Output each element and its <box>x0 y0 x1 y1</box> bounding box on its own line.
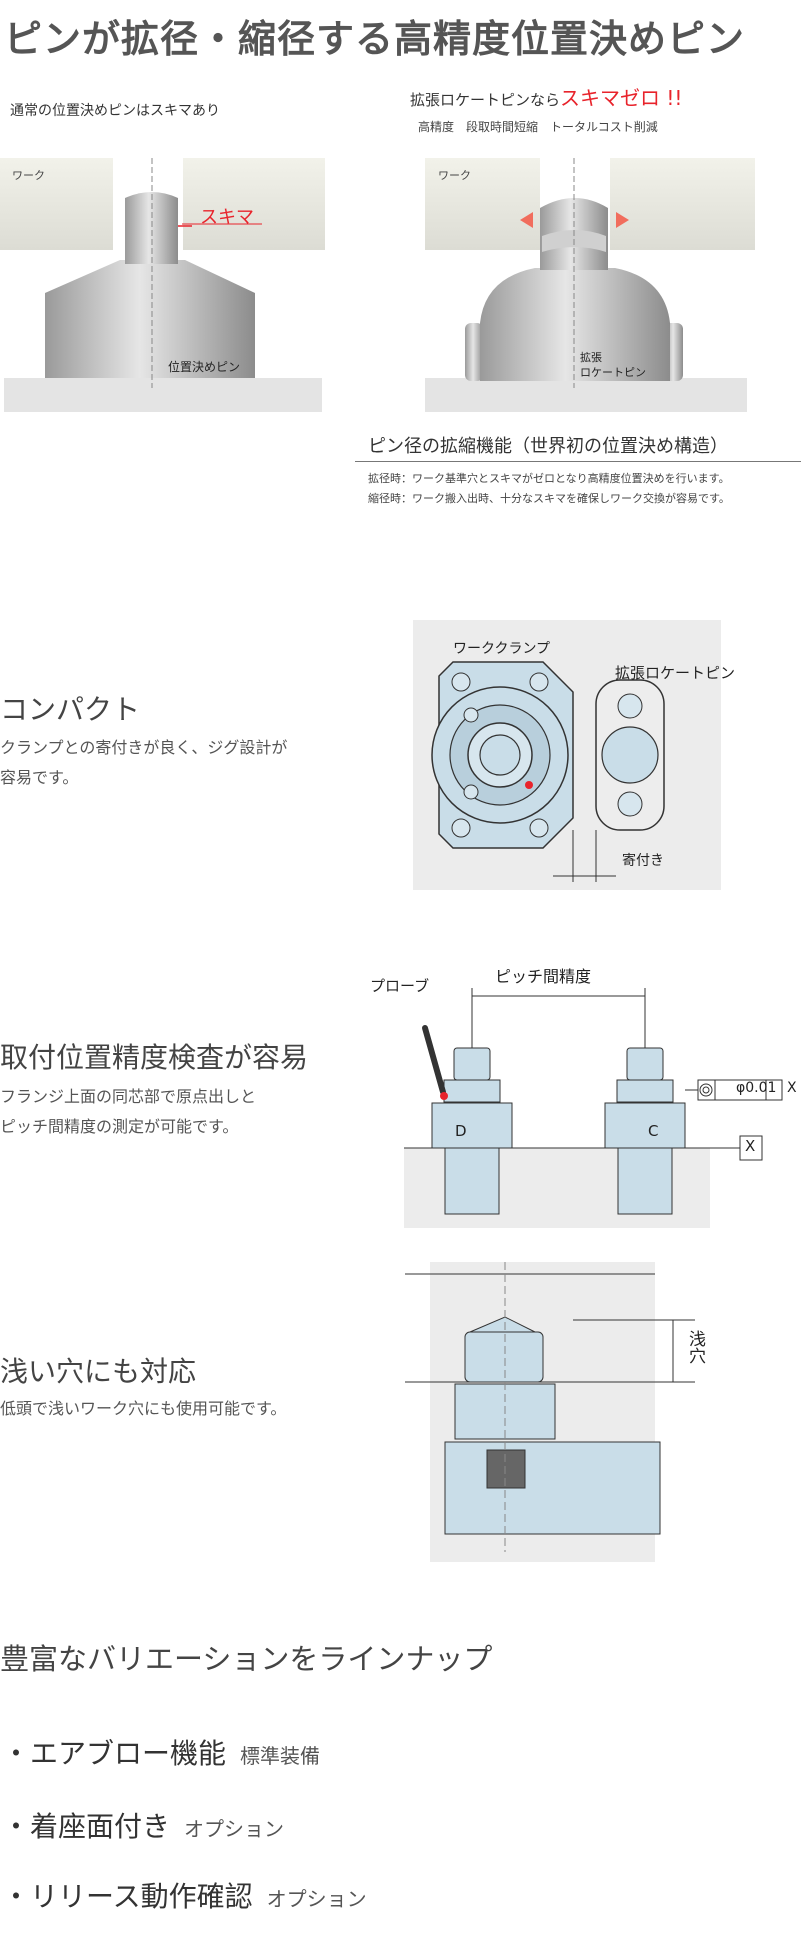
pin-c-head <box>626 1047 664 1081</box>
pin-c-shank <box>617 1147 673 1215</box>
locate-pin-illustration <box>425 158 755 412</box>
lineup-item-seating-surface: ・着座面付きオプション <box>2 1810 285 1843</box>
right-caption-prefix: 拡張ロケートピンなら <box>410 91 561 109</box>
normal-pin-illustration <box>0 158 325 412</box>
pin-d-flange <box>443 1079 501 1103</box>
work-label-right: ワーク <box>438 169 471 182</box>
pin-d-body <box>431 1102 513 1149</box>
compact-illustration <box>413 620 721 890</box>
left-pin-label: 位置決めピン <box>168 360 241 374</box>
screw-1 <box>463 707 479 723</box>
probe-rod <box>422 1025 446 1095</box>
compact-heading: コンパクト <box>0 693 141 726</box>
base-plate <box>4 378 322 412</box>
pin-d-shank <box>444 1147 500 1215</box>
lineup-item-tag: 標準装備 <box>240 1744 321 1768</box>
pin-head <box>125 192 178 264</box>
lineup-item-air-blow: ・エアブロー機能標準装備 <box>2 1737 321 1770</box>
knurl-block <box>486 1449 526 1489</box>
work-right-block <box>183 158 325 250</box>
function-divider <box>355 461 801 462</box>
pin-c-body <box>604 1102 686 1149</box>
lineup-item-tag: オプション <box>184 1817 285 1841</box>
pin-body <box>480 268 670 381</box>
shallow-illustration <box>405 1262 695 1562</box>
expand-arrow-left <box>520 212 533 228</box>
compact-text2: 容易です。 <box>0 768 79 787</box>
function-line1: 拡径時：ワーク基準穴とスキマがゼロとなり高精度位置決めを行います。 <box>368 472 730 485</box>
approach-label: 寄付き <box>622 853 664 869</box>
base-plate <box>425 378 747 412</box>
bolt-bottom-right <box>529 818 549 838</box>
work-left-block <box>425 158 540 250</box>
pin-mark <box>525 781 533 789</box>
lineup-item-label: エアブロー機能 <box>30 1737 227 1770</box>
bolt-top-right <box>529 672 549 692</box>
gap-label: スキマ <box>200 207 254 228</box>
clamp-label: ワーククランプ <box>453 641 551 657</box>
locate-pin-bolt-top <box>617 693 643 719</box>
shallow-dim-label: 浅穴 <box>685 1330 705 1364</box>
pin-d-head <box>453 1047 491 1081</box>
probe-label: プローブ <box>370 977 430 995</box>
right-pin-label-2: ロケートピン <box>580 366 646 379</box>
lineup-item-tag: オプション <box>266 1887 367 1911</box>
lineup-heading: 豊富なバリエーションをラインナップ <box>0 1642 493 1676</box>
pin-base <box>444 1441 661 1535</box>
concentricity-icon-inner <box>702 1086 710 1094</box>
page-title: ピンが拡径・縮径する高精度位置決めピン <box>4 17 746 61</box>
locate-pin-center <box>601 726 659 784</box>
work-label-left: ワーク <box>12 169 45 182</box>
pin-head <box>464 1331 544 1383</box>
lineup-item-release-check: ・リリース動作確認オプション <box>2 1880 367 1913</box>
clamp-core <box>479 734 521 776</box>
pin-c-label: C <box>648 1122 659 1140</box>
inspection-illustration <box>404 988 783 1228</box>
right-caption-emph: スキマゼロ !! <box>560 86 683 110</box>
work-right-block <box>610 158 755 250</box>
left-caption: 通常の位置決めピンはスキマあり <box>10 103 220 119</box>
bolt-top-left <box>451 672 471 692</box>
pin-side-left <box>465 323 483 381</box>
lineup-item-label: リリース動作確認 <box>30 1880 253 1913</box>
inspection-heading: 取付位置精度検査が容易 <box>0 1041 309 1074</box>
inspection-text1: フランジ上面の同芯部で原点出しと <box>0 1087 257 1106</box>
screw-2 <box>463 784 479 800</box>
pitch-label: ピッチ間精度 <box>495 967 592 986</box>
right-pin-label-1: 拡張 <box>580 351 602 364</box>
expand-arrow-right <box>616 212 629 228</box>
datum-label: X <box>745 1137 756 1155</box>
tolerance-datum: X <box>787 1080 797 1096</box>
pin-label: 拡張ロケートピン <box>615 664 736 682</box>
function-line2: 縮径時：ワーク搬入出時、十分なスキマを確保しワーク交換が容易です。 <box>368 492 730 505</box>
right-caption: 拡張ロケートピンならスキマゼロ !! <box>410 82 682 111</box>
concentricity-icon <box>699 1083 713 1097</box>
function-title: ピン径の拡縮機能（世界初の位置決め構造） <box>368 436 728 457</box>
probe-tip <box>440 1092 448 1100</box>
pin-c-flange <box>616 1079 674 1103</box>
tolerance-value: φ0.01 <box>736 1080 777 1096</box>
work-left-block <box>0 158 113 250</box>
inspection-text2: ピッチ間精度の測定が可能です。 <box>0 1117 239 1136</box>
lineup-item-label: 着座面付き <box>30 1810 171 1843</box>
shallow-heading: 浅い穴にも対応 <box>0 1355 197 1388</box>
right-sub-caption: 高精度 段取時間短縮 トータルコスト削減 <box>418 120 658 134</box>
shallow-text1: 低頭で浅いワーク穴にも使用可能です。 <box>0 1399 287 1418</box>
pin-body <box>45 260 255 378</box>
compact-text1: クランプとの寄付きが良く、ジグ設計が <box>0 738 288 757</box>
locate-pin-bolt-bottom <box>617 791 643 817</box>
pin-d-label: D <box>455 1122 467 1140</box>
bolt-bottom-left <box>451 818 471 838</box>
